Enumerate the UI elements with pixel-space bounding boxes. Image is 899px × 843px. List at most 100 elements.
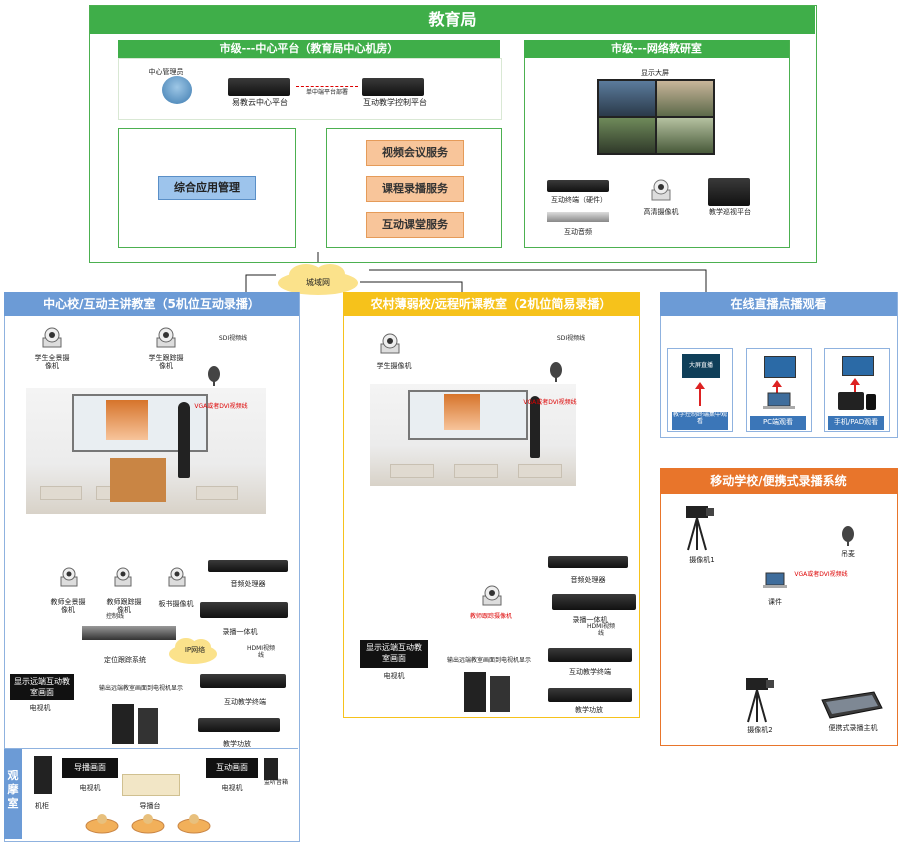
admin-label: 中心管理员 [148, 68, 184, 76]
director-screen: 导播画面 [62, 758, 118, 778]
rural-vga-label: VGA或者DVI视频线 [523, 399, 577, 406]
monitor-speaker [264, 758, 278, 780]
video-conference-service[interactable]: 视频会议服务 [366, 140, 464, 166]
rural-output-note: 输出远端教室画面到电视机显示 [446, 657, 531, 664]
rural-hdmi-label: HDMI视频线 [586, 623, 616, 637]
teacher-panorama-label: 教师全景摄像机 [50, 598, 86, 615]
audio-device [547, 212, 609, 222]
rural-teacher-camera-label: 教师跟踪摄像机 [469, 613, 512, 620]
terminal-watch-label-bg [672, 412, 728, 430]
center-recorder-device [200, 602, 288, 618]
pc-watch-label-bg [750, 416, 806, 430]
mobile-mic-icon [840, 526, 856, 546]
director-desk-surface [122, 774, 180, 796]
mobile-mic-label: 吊麦 [841, 550, 855, 558]
laptop-icon [762, 572, 788, 590]
center-platform-title: 市级---中心平台（教育局中心机房） [118, 40, 500, 58]
rural-tv-screen: 显示远端互动教室画面 [360, 640, 428, 668]
pc-icon [764, 356, 796, 378]
camera1-icon [682, 500, 716, 552]
portable-host-label: 便携式录播主机 [828, 724, 878, 732]
camera2-icon [742, 672, 776, 724]
metro-network-cloud [276, 262, 360, 296]
ip-network-label: IP网络 [184, 646, 206, 654]
ip-network-cloud [168, 636, 218, 666]
center-speaker-right [138, 708, 158, 744]
phone-icon [866, 394, 876, 410]
control-line-label: 控制线 [105, 613, 124, 620]
cloud-platform-label: 易教云中心平台 [232, 98, 288, 107]
pc-laptop-icon [762, 392, 796, 410]
hd-camera-icon [650, 178, 672, 202]
teacher-tracking-label: 教师跟踪摄像机 [106, 598, 142, 615]
interactive-terminal-label: 互动终端（硬件） [551, 196, 607, 204]
board-camera-icon [166, 566, 188, 587]
center-output-note: 输出远端教室画面到电视机显示 [98, 685, 183, 692]
observation-label-text: 观摩室 [7, 769, 19, 810]
center-mic-icon [206, 366, 222, 386]
mgmt-button[interactable]: 综合应用管理 [158, 176, 256, 200]
student-panorama-camera-icon [40, 326, 64, 348]
center-classroom-scene [26, 388, 266, 514]
platform-link-label: 单中端平台部署 [305, 89, 348, 96]
admin-user-icon [162, 76, 192, 104]
live-watch-title: 在线直播点播观看 [660, 292, 897, 316]
locator-label: 定位跟踪系统 [104, 656, 146, 664]
pc-watch-label: PC端观看 [762, 418, 794, 426]
teacher-tracking-camera-icon [112, 566, 134, 587]
bureau-title: 教育局 [90, 6, 815, 34]
center-tv-label: 电视机 [29, 704, 51, 712]
center-vga-label: VGA或者DVI视频线 [194, 403, 248, 410]
center-platform-area [118, 58, 502, 120]
mobile-vga-label: VGA或者DVI视频线 [794, 571, 848, 578]
rural-student-camera-label: 学生摄像机 [376, 362, 412, 370]
director-desk-label: 导播台 [139, 802, 161, 810]
course-recording-service[interactable]: 课程录播服务 [366, 176, 464, 202]
hd-camera-label: 高清摄像机 [643, 208, 679, 216]
center-speaker-left [112, 704, 134, 744]
interactive-platform-label: 互动教学控制平台 [363, 98, 427, 107]
center-sdi-label: SDI视频线 [218, 335, 248, 342]
big-screen-live: 大屏直播 [682, 354, 720, 378]
center-audio-processor [208, 560, 288, 572]
display-wall [597, 79, 715, 155]
rural-classroom-scene [370, 384, 576, 486]
rural-audio-processor [548, 556, 628, 568]
platform-link-line [296, 86, 358, 87]
rural-audio-processor-label: 音频处理器 [570, 576, 606, 584]
cabinet-label: 机柜 [35, 802, 49, 810]
mobile-arrow-icon [848, 376, 862, 404]
patrol-label: 教学巡视平台 [709, 208, 751, 216]
rural-teacher-camera-icon [480, 584, 504, 606]
mobile-small-screen-icon [842, 356, 874, 376]
patrol-device [708, 178, 750, 206]
rural-school-title: 农村薄弱校/远程听课教室（2机位简易录播） [343, 292, 639, 316]
audio-label: 互动音频 [564, 228, 592, 236]
display-wall-label: 显示大屏 [641, 69, 669, 77]
rural-tv-screen-label: 显示远端互动教室画面 [366, 643, 422, 663]
interactive-class-service[interactable]: 互动课堂服务 [366, 212, 464, 238]
director-screen-label: 导播画面 [74, 763, 106, 772]
rural-speaker-left [464, 672, 486, 712]
mobile-watch-label: 手机/PAD观看 [833, 418, 879, 426]
center-audio-processor-label: 音频处理器 [230, 580, 266, 588]
board-camera-label: 板书摄像机 [158, 600, 194, 608]
terminal-arrow-icon [693, 380, 707, 408]
interactive-tv-label: 电视机 [221, 784, 243, 792]
rural-student-camera-icon [378, 332, 402, 354]
mobile-school-title: 移动学校/便携式录播系统 [660, 468, 897, 494]
observation-divider [4, 748, 298, 749]
center-hdmi-label: HDMI视频线 [246, 645, 276, 659]
rural-sdi-label: SDI视频线 [556, 335, 586, 342]
camera1-label: 摄像机1 [689, 556, 715, 564]
cloud-platform-server [228, 78, 290, 96]
center-school-title: 中心校/互动主讲教室（5机位互动录播） [4, 292, 299, 316]
pc-arrow-icon [770, 378, 784, 406]
rural-speaker-right [490, 676, 510, 712]
center-tv-screen: 显示远端互动教室画面 [10, 674, 74, 700]
rural-recorder-label: 录播一体机 [572, 616, 608, 624]
monitor-speaker-label: 监听音箱 [263, 779, 288, 786]
center-terminal-label: 互动教学终端 [224, 698, 266, 706]
teacher-panorama-camera-icon [58, 566, 80, 587]
big-screen-live-label: 大屏直播 [688, 362, 713, 369]
